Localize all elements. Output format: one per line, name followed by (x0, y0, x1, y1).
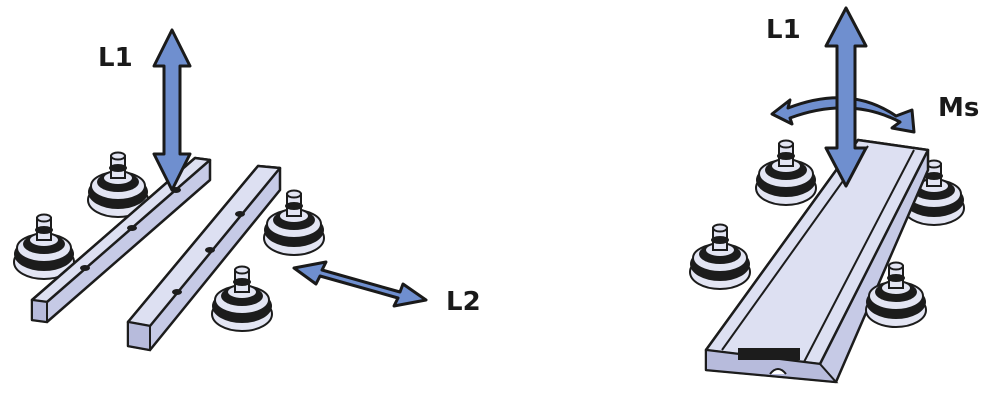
roller-right-front (212, 267, 272, 332)
arrow-l2-left (294, 262, 426, 306)
label-l1-left: L1 (98, 43, 133, 73)
left-assembly: L1 L2 (14, 30, 481, 350)
roller-back-left (756, 141, 816, 206)
label-ms-right: Ms (938, 93, 979, 123)
roller-front-left (690, 225, 750, 290)
arrow-l1-left (154, 30, 190, 190)
label-l1-right: L1 (766, 15, 801, 45)
roller-left-front (14, 215, 74, 280)
label-l2-left: L2 (446, 287, 481, 317)
right-assembly: L1 Ms (690, 8, 979, 382)
